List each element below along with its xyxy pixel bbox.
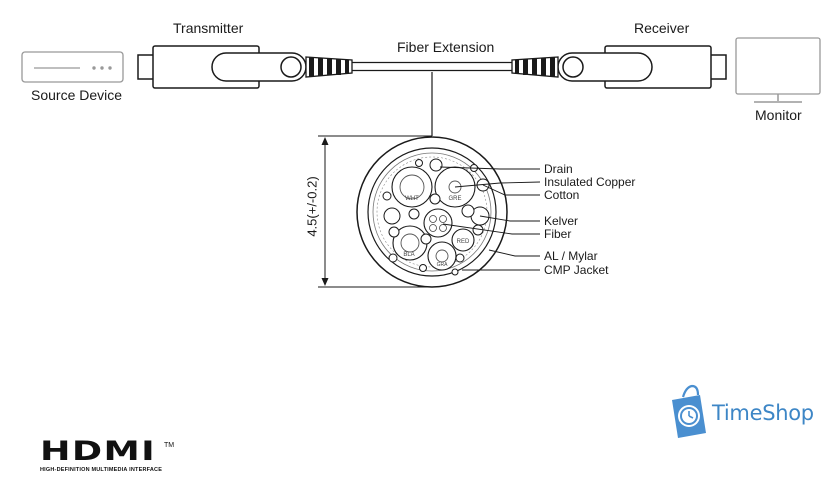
conductor-label-wht: WHT [405,196,419,202]
conductor-label-gra: GRA [437,262,449,268]
transmitter-connector [137,45,353,89]
conductor-label-gre: GRE [448,196,461,202]
hdmi-trademark: TM [164,442,175,449]
hdmi-logo-subtitle: HIGH-DEFINITION MULTIMEDIA INTERFACE [40,467,163,473]
cable-cross-section: WHT GRE RED BLA GRA [356,136,508,288]
layer-label-al-mylar: AL / Mylar [544,249,598,263]
hdmi-logo-text: HDMI [40,436,157,467]
layer-label-insulated-copper: Insulated Copper [544,175,636,189]
receiver-connector [511,45,727,89]
fiber-extension-label: Fiber Extension [397,39,495,55]
layer-label-kelver: Kelver [544,214,579,228]
layer-label-drain: Drain [544,162,573,176]
conductor-label-red: RED [457,239,470,245]
monitor-icon [735,37,821,103]
receiver-label: Receiver [634,20,690,36]
source-device-label: Source Device [31,87,123,103]
timeshop-logo-icon [672,384,706,438]
layer-label-fiber: Fiber [544,227,572,241]
leader-lines [439,166,541,271]
dimension-label: 4.5(+/-0.2) [304,176,320,237]
hdmi-logo: HDMI TM HIGH-DEFINITION MULTIMEDIA INTER… [40,436,174,473]
dimension-arrow [318,135,432,288]
monitor-label: Monitor [755,107,802,123]
layer-label-cmp-jacket: CMP Jacket [544,263,609,277]
conductor-label-bla: BLA [403,252,414,258]
transmitter-label: Transmitter [173,20,244,36]
timeshop-brand-name: TimeShop [712,401,814,425]
source-device-icon [21,51,124,83]
layer-label-cotton: Cotton [544,188,580,202]
